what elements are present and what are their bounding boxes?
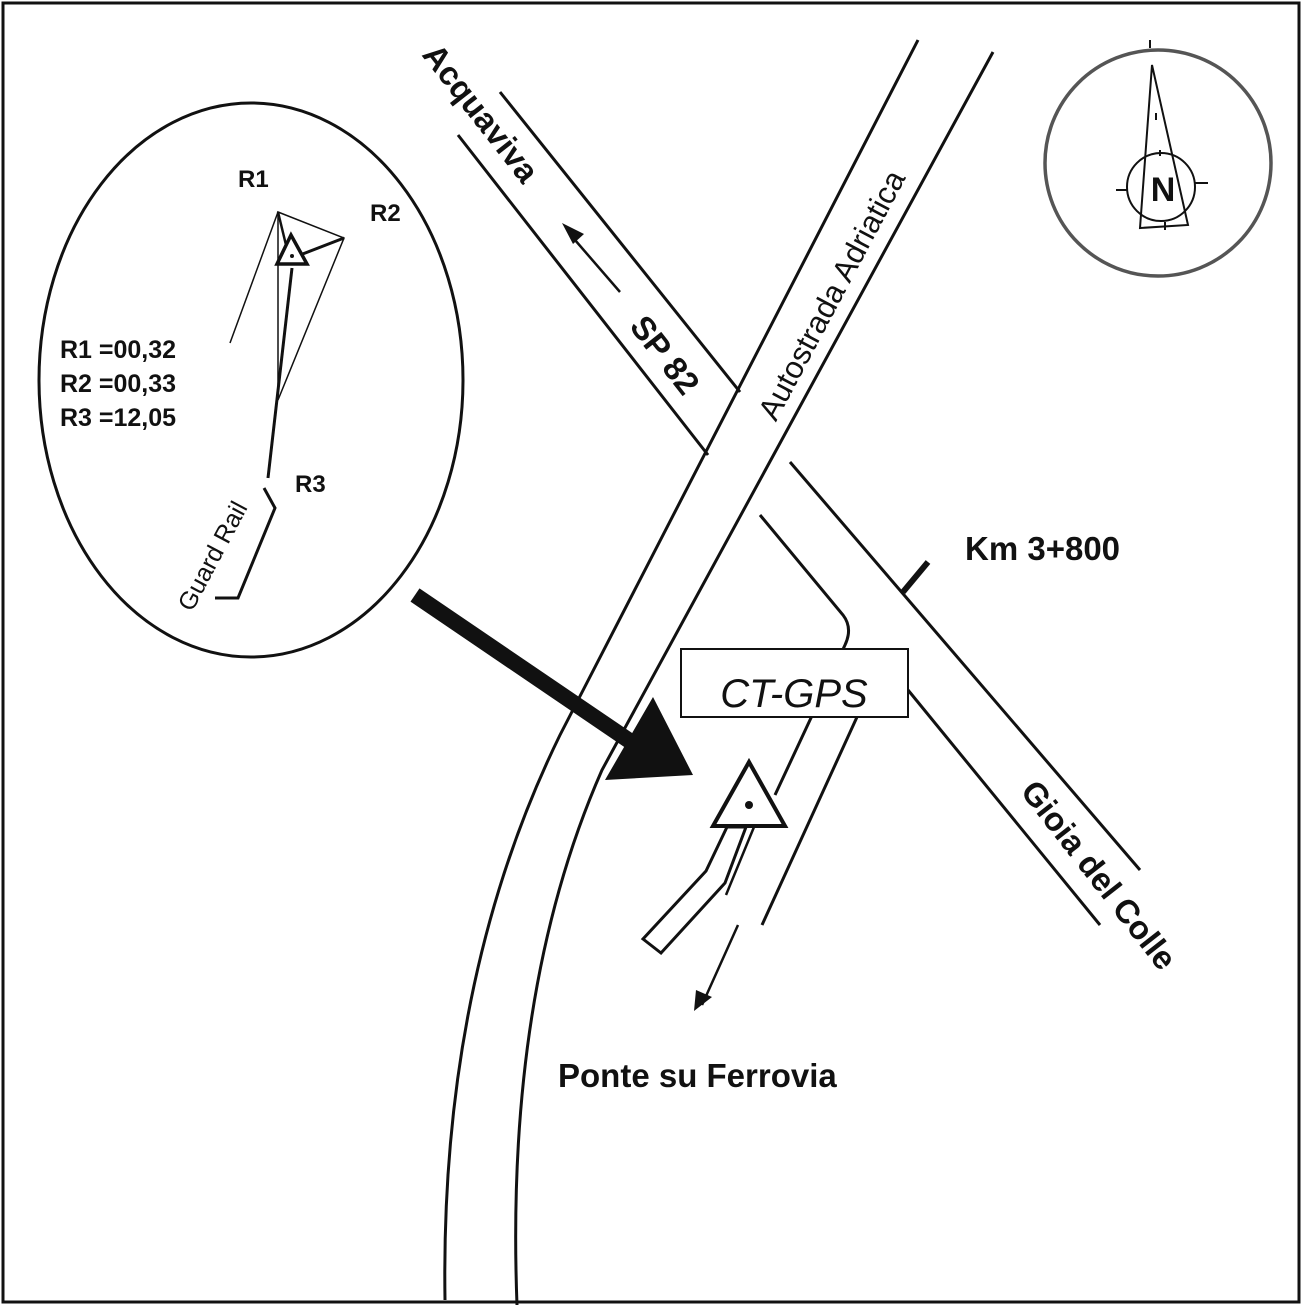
inset-station-triangle-icon bbox=[274, 231, 310, 266]
inset-ref-r1: R1 bbox=[238, 166, 269, 193]
bridge-arrow-head bbox=[694, 990, 712, 1011]
inset-ref-line-r1-thick bbox=[276, 211, 288, 246]
gps-station-triangle-icon bbox=[709, 757, 789, 828]
inset-guard-rail bbox=[215, 487, 277, 600]
highway-left-edge bbox=[443, 39, 920, 1301]
sp82-north-edge bbox=[498, 91, 742, 393]
inset-ref-lines bbox=[277, 210, 345, 401]
inset-ref-line-r2-thick bbox=[299, 236, 345, 257]
guard-rail-shape bbox=[640, 825, 749, 956]
ramp-right-edge bbox=[760, 716, 859, 926]
inset-ref-line-r3 bbox=[266, 267, 294, 479]
road-label-sp82: SP 82 bbox=[623, 308, 707, 401]
bridge-arrow-line bbox=[700, 924, 740, 1006]
inset-ellipse bbox=[37, 101, 465, 659]
sp82-south-edge bbox=[456, 134, 710, 456]
gps-station-dot bbox=[745, 801, 753, 809]
direction-arrow-line bbox=[574, 239, 621, 293]
road-label-gioia: Gioia del Colle bbox=[1014, 773, 1184, 976]
station-label-box bbox=[680, 648, 909, 718]
ramp-left-edge bbox=[758, 514, 850, 796]
pointer-arrow-shaft bbox=[410, 588, 645, 755]
pointer-arrow-head bbox=[605, 697, 693, 780]
km-marker-tick bbox=[900, 560, 931, 594]
road-label-autostrada: Autostrada Adriatica bbox=[751, 164, 913, 426]
inset-distance-r2: R2 =00,33 bbox=[60, 370, 176, 398]
guard-rail-thin bbox=[724, 826, 756, 896]
bridge-label: Ponte su Ferrovia bbox=[558, 1057, 837, 1094]
inset-guard-rail-label: Guard Rail bbox=[173, 497, 254, 616]
highway-right-edge bbox=[514, 51, 995, 1306]
gioia-road-south-edge bbox=[906, 689, 1102, 926]
compass-north-label: N bbox=[1151, 171, 1176, 209]
station-label: CT-GPS bbox=[720, 672, 868, 716]
inset-ref-r3: R3 bbox=[295, 471, 326, 498]
inset-ref-r2: R2 bbox=[370, 200, 401, 227]
direction-arrow-head bbox=[562, 223, 584, 244]
gioia-road-north-edge bbox=[788, 461, 1142, 871]
inset-ref-line-r1 bbox=[229, 211, 279, 344]
km-marker-label: Km 3+800 bbox=[965, 530, 1120, 567]
inset-distance-r1: R1 =00,32 bbox=[60, 336, 176, 364]
inset-distance-r3: R3 =12,05 bbox=[60, 404, 176, 432]
inset-station-dot bbox=[290, 254, 294, 258]
north-compass-icon: N bbox=[1043, 40, 1273, 278]
